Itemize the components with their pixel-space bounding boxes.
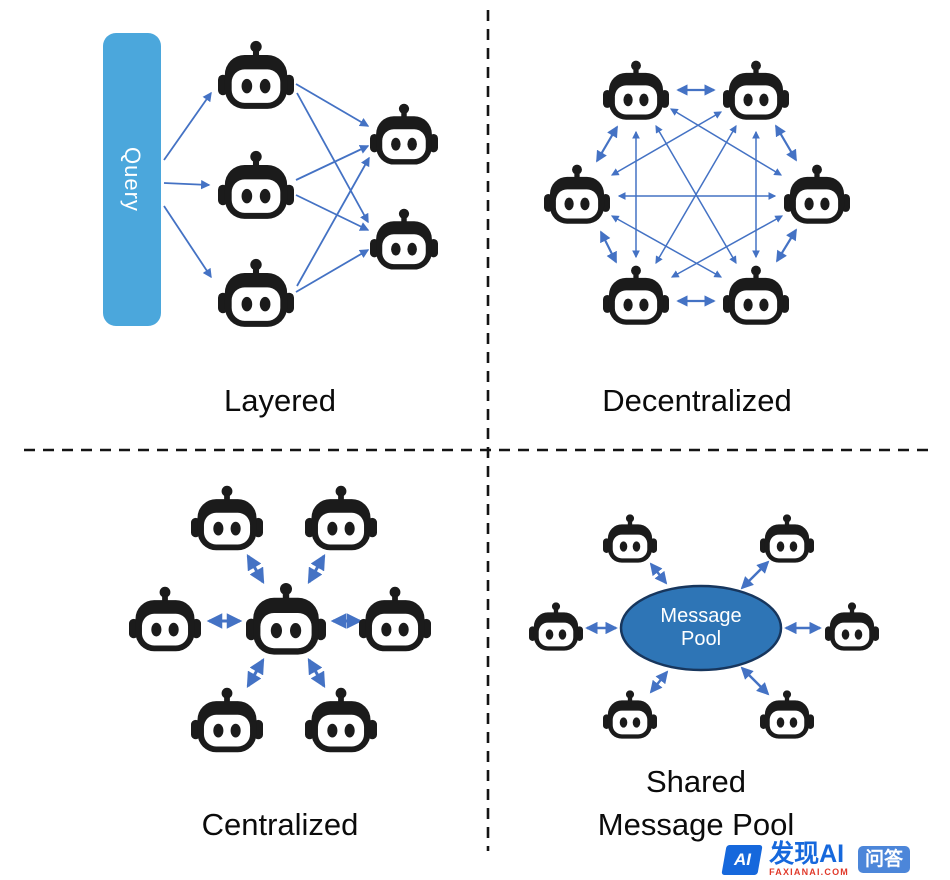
shared-title-line1: Shared: [646, 764, 746, 799]
shared-pool-arrows: [585, 560, 822, 696]
arrow: [610, 215, 723, 278]
robot-icon: [544, 164, 610, 224]
robot-icon: [370, 208, 438, 270]
centralized-arrows: [206, 553, 363, 689]
layered-title: Layered: [223, 383, 337, 418]
arrow: [295, 249, 370, 293]
watermark-ai-logo-icon: AI: [721, 844, 763, 875]
arrow: [163, 91, 212, 161]
arrow: [295, 83, 370, 127]
robot-icon: [218, 150, 294, 219]
layered-arrows: [163, 83, 370, 293]
query-label: Query: [120, 147, 145, 212]
arrow: [163, 179, 211, 190]
robot-icon: [760, 514, 814, 563]
robot-icon: [603, 265, 669, 325]
watermark-brand: 发现AI: [769, 840, 845, 868]
robot-icon: [760, 690, 814, 739]
quadrant-dividers: [24, 10, 932, 851]
message-pool-label: Message Pool: [660, 605, 741, 651]
arrow: [307, 657, 326, 689]
watermark-brand-block: 发现AI FAXIANAI.COM: [769, 840, 849, 878]
watermark-logo-text: AI: [733, 849, 751, 869]
robot-icon: [359, 586, 431, 652]
watermark-site: FAXIANAI.COM: [769, 867, 849, 877]
robot-icon: [218, 40, 294, 109]
robot-icon: [129, 586, 201, 652]
robot-icon: [784, 164, 850, 224]
arrow: [776, 228, 797, 263]
robot-icon: [529, 602, 583, 651]
message-pool-label-line1: Message: [660, 605, 742, 627]
arrow: [596, 125, 618, 163]
robot-icon: [218, 258, 294, 327]
robot-icon: [305, 687, 377, 753]
arrow: [649, 670, 669, 694]
arrow: [296, 92, 369, 224]
robot-icon: [191, 687, 263, 753]
arrow: [610, 111, 723, 176]
robot-icon: [603, 514, 657, 563]
decentralized-title: Decentralized: [602, 383, 792, 418]
arrow: [296, 156, 370, 287]
arrow: [740, 560, 770, 590]
arrow: [649, 562, 668, 585]
query-box: Query: [103, 33, 161, 326]
robot-icon: [603, 60, 669, 120]
robot-icon: [723, 60, 789, 120]
arrow: [600, 230, 617, 264]
shared-title-line2: Message Pool: [597, 807, 795, 842]
message-pool-label-line2: Pool: [680, 628, 722, 650]
centralized-title: Centralized: [201, 807, 359, 842]
robot-icon: [191, 485, 263, 551]
decentralized-mesh-arrows: [610, 108, 784, 278]
arrow: [670, 215, 784, 278]
arrow: [163, 205, 212, 279]
arrow: [246, 657, 265, 689]
arrow: [246, 553, 265, 585]
watermark-badge: 问答: [857, 846, 910, 873]
arrow: [740, 666, 770, 696]
robot-icon: [370, 103, 438, 165]
shared-message-pool-title: Shared Message Pool: [598, 760, 794, 846]
robot-icon: [246, 583, 326, 655]
arrow: [775, 124, 797, 162]
watermark: AI 发现AI FAXIANAI.COM 问答: [721, 840, 910, 878]
robot-icon: [825, 602, 879, 651]
robot-icon: [723, 265, 789, 325]
arrow: [295, 194, 370, 231]
arrow: [295, 145, 370, 181]
robot-icon: [305, 485, 377, 551]
message-pool-ellipse: [619, 584, 783, 672]
arrow: [307, 553, 326, 585]
robot-icon: [603, 690, 657, 739]
